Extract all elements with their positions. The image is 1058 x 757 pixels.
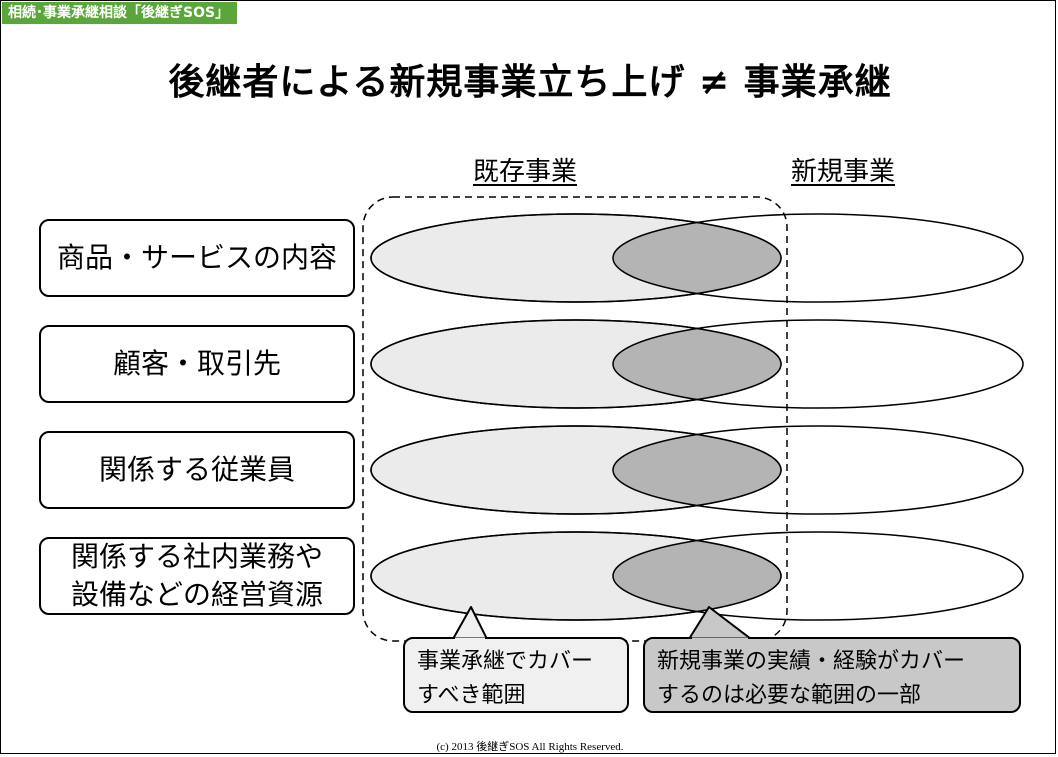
existing-business-outline [370, 213, 782, 303]
new-business-ellipse [612, 531, 1024, 621]
header-tag: 相続･事業承継相談「後継ぎSOS」 [2, 2, 238, 24]
row-label-text: 顧客・取引先 [112, 347, 281, 380]
new-business-ellipse [612, 425, 1024, 515]
overlap-region [613, 320, 781, 408]
overlap-region [613, 426, 781, 514]
callout-text: すべき範囲 [417, 683, 526, 708]
column-header-new: 新規事業 [791, 157, 896, 187]
row-label-text: 関係する社内業務や [70, 540, 323, 573]
row-label-employees: 関係する従業員 [39, 431, 355, 509]
existing-business-outline [370, 319, 782, 409]
venn-row-employees [370, 425, 1024, 515]
callout-text: 事業承継でカバー [417, 649, 594, 674]
overlap-region [613, 532, 781, 620]
existing-business-outline [370, 425, 782, 515]
copyright-footer: (c) 2013 後継ぎSOS All Rights Reserved. [436, 741, 624, 753]
venn-row-resources [370, 531, 1024, 621]
row-label-resources: 関係する社内業務や 設備などの経営資源 [39, 537, 355, 615]
row-label-text: 設備などの経営資源 [70, 578, 323, 611]
callout-text: 新規事業の実績・経験がカバー [657, 649, 966, 674]
row-label-text: 関係する従業員 [98, 453, 295, 486]
row-label-text: 商品・サービスの内容 [56, 241, 337, 274]
callout-succession: 事業承継でカバー すべき範囲 [403, 637, 629, 713]
new-business-ellipse [612, 213, 1024, 303]
callout-text: するのは必要な範囲の一部 [657, 683, 922, 708]
row-label-products: 商品・サービスの内容 [39, 219, 355, 297]
existing-business-outline [370, 531, 782, 621]
venn-row-products [370, 213, 1024, 303]
row-label-customers: 顧客・取引先 [39, 325, 355, 403]
callout-new-business: 新規事業の実績・経験がカバー するのは必要な範囲の一部 [643, 637, 1021, 713]
column-header-existing: 既存事業 [473, 157, 578, 187]
venn-row-customers [370, 319, 1024, 409]
overlap-region [613, 214, 781, 302]
new-business-ellipse [612, 319, 1024, 409]
slide-title: 後継者による新規事業立ち上げ ≠ 事業承継 [168, 62, 892, 103]
